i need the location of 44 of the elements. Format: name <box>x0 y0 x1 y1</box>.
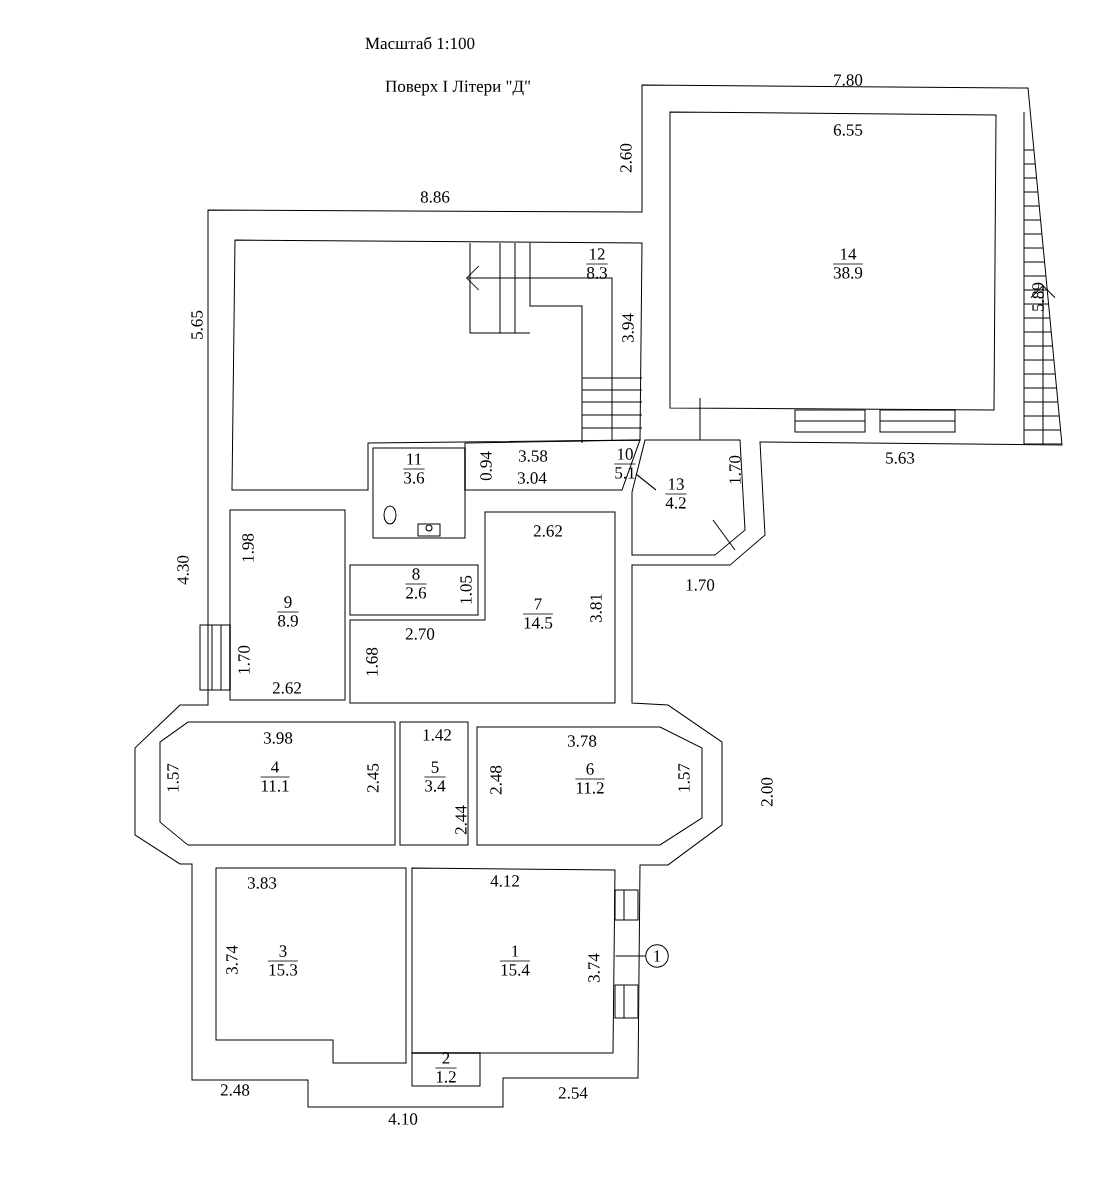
dimension-label: 4.10 <box>388 1113 418 1125</box>
dimension-label: 1.68 <box>366 647 378 676</box>
dimension-label: 1.05 <box>460 575 472 604</box>
scale-label: Масштаб 1:100 <box>365 36 475 50</box>
dimension-label: 3.58 <box>518 450 548 462</box>
dimension-label: 2.45 <box>367 763 379 793</box>
dimension-label: 0.94 <box>480 451 492 481</box>
dimension-label: 2.70 <box>405 628 435 640</box>
dimension-label: 2.54 <box>558 1087 588 1099</box>
room: 11 3.6 <box>372 447 466 539</box>
room: 2 1.2 <box>411 1052 481 1087</box>
title: Поверх І Літери "Д" <box>385 80 530 96</box>
dimension-label: 2.62 <box>533 525 562 537</box>
dimension-label: 6.55 <box>833 124 863 136</box>
dimension-label: 1.70 <box>686 579 715 591</box>
dimension-label: 2.00 <box>761 777 773 807</box>
dimension-label: 5.89 <box>1032 282 1044 311</box>
dimension-label: 4.30 <box>177 555 189 585</box>
dimension-label: 2.44 <box>455 805 467 835</box>
dimension-label: 2.48 <box>490 765 502 795</box>
dimension-label: 4.12 <box>490 875 519 887</box>
dimension-label: 1.70 <box>729 455 741 484</box>
dimension-label: 3.83 <box>247 877 277 889</box>
dimension-label: 3.94 <box>622 313 634 343</box>
dimension-label: 2.48 <box>220 1084 250 1096</box>
dimension-label: 7.80 <box>834 74 863 86</box>
dimension-label: 1.70 <box>238 645 250 674</box>
leader-line <box>615 955 646 957</box>
dimension-label: 1.98 <box>242 533 254 562</box>
dimension-label: 3.74 <box>588 953 600 983</box>
dimension-label: 5.63 <box>886 452 915 464</box>
dimension-label: 5.65 <box>191 310 203 339</box>
dimension-label: 2.62 <box>272 682 301 694</box>
dimension-label: 1.57 <box>167 763 179 792</box>
dimension-label: 2.60 <box>620 143 632 173</box>
dimension-label: 3.78 <box>567 735 597 747</box>
dimension-label: 8.86 <box>420 191 450 203</box>
dimension-label: 3.04 <box>517 472 547 484</box>
dimension-label: 1.42 <box>423 729 451 741</box>
callout-number: 1 <box>645 944 669 968</box>
dimension-label: 3.98 <box>263 732 293 744</box>
dimension-label: 1.57 <box>678 763 690 792</box>
dimension-label: 3.81 <box>590 594 602 623</box>
dimension-label: 3.74 <box>226 945 238 975</box>
